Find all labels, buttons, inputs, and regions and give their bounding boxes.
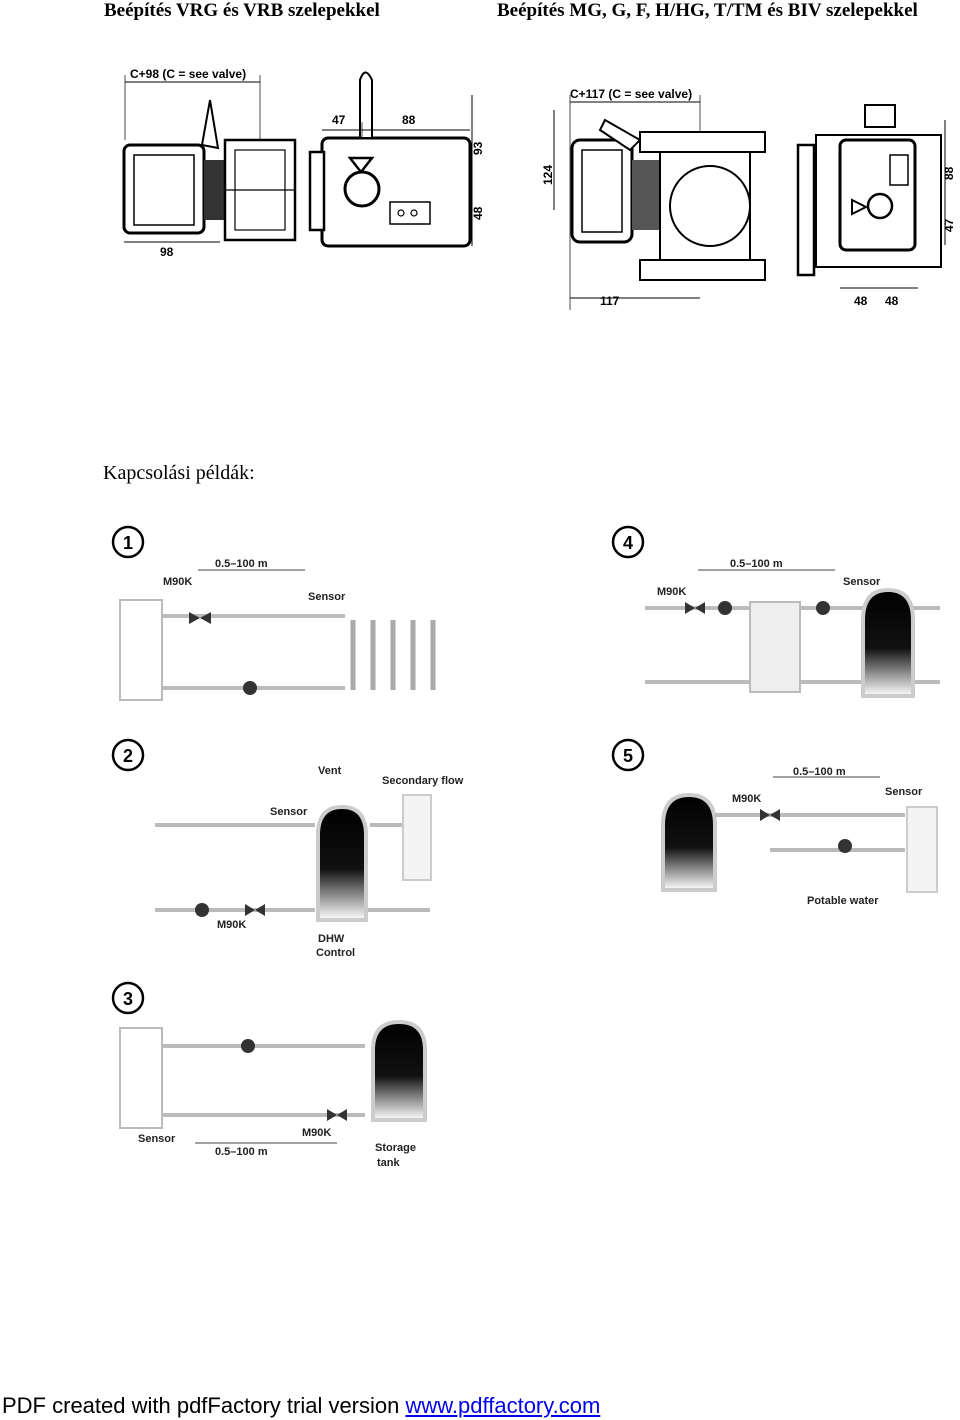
example-3-range: 0.5–100 m [215,1146,268,1158]
example-2-control: Control [316,947,355,959]
example-2-vent: Vent [318,765,342,777]
example-5-number: 5 [623,746,633,766]
section-title: Kapcsolási példák: [103,462,255,484]
example-5-potable: Potable water [807,895,879,907]
example-1-range: 0.5–100 m [215,558,268,570]
example-2-secondary: Secondary flow [382,775,464,787]
example-1-number: 1 [123,533,133,553]
example-1-actuator: M90K [163,576,192,588]
example-3-tank: tank [377,1157,401,1169]
example-4-actuator: M90K [657,586,686,598]
example-2-number: 2 [123,746,133,766]
example-4-sensor: Sensor [843,576,881,588]
dim-93: 93 [471,141,485,155]
dim-c117: C+117 (C = see valve) [570,87,692,101]
example-1-sensor: Sensor [308,591,346,603]
example-3-diagram: 3 Sensor 0.5–100 m M90K Storage tank [111,981,427,1169]
example-4-range: 0.5–100 m [730,558,783,570]
dim-48: 48 [471,206,485,220]
example-4-number: 4 [623,533,633,553]
example-1-diagram: 1 0.5–100 m M90K Sensor [111,525,436,701]
right-heading: Beépítés MG, G, F, H/HG, T/TM és BIV sze… [497,0,918,21]
example-2-diagram: 2 Vent Secondary flow Sensor M90K DHW Co… [111,738,464,959]
example-5-range: 0.5–100 m [793,766,846,778]
dim-117: 117 [600,294,620,308]
dim-48-b: 48 [885,294,899,308]
footer-link[interactable]: www.pdffactory.com [405,1393,601,1418]
dim-88: 88 [402,113,416,127]
example-3-actuator: M90K [302,1127,331,1139]
mg-g-f-drawing: C+117 (C = see valve) 124 117 88 47 48 4… [541,87,956,310]
example-5-sensor: Sensor [885,786,923,798]
dim-48-a: 48 [854,294,868,308]
example-2-sensor: Sensor [270,806,308,818]
example-5-actuator: M90K [732,793,761,805]
example-4-diagram: 4 0.5–100 m M90K Sensor [611,525,940,698]
pdf-footer: PDF created with pdfFactory trial versio… [2,1393,600,1419]
example-2-dhw: DHW [318,933,345,945]
example-3-number: 3 [123,989,133,1009]
dim-98: 98 [160,245,174,259]
dim-c98: C+98 (C = see valve) [130,67,246,81]
vrg-vrb-drawing: C+98 (C = see valve) 98 47 88 93 48 [122,67,485,259]
example-3-sensor: Sensor [138,1133,176,1145]
dim-88-right: 88 [942,166,956,180]
left-heading: Beépítés VRG és VRB szelepekkel [104,0,380,21]
dim-47: 47 [332,113,346,127]
example-5-diagram: 5 0.5–100 m M90K Sensor Potable water [611,738,938,907]
example-3-storage: Storage [375,1142,416,1154]
example-2-actuator: M90K [217,919,246,931]
dim-124: 124 [541,165,555,185]
footer-text: PDF created with pdfFactory trial versio… [2,1393,406,1418]
dim-47-right: 47 [942,218,956,232]
